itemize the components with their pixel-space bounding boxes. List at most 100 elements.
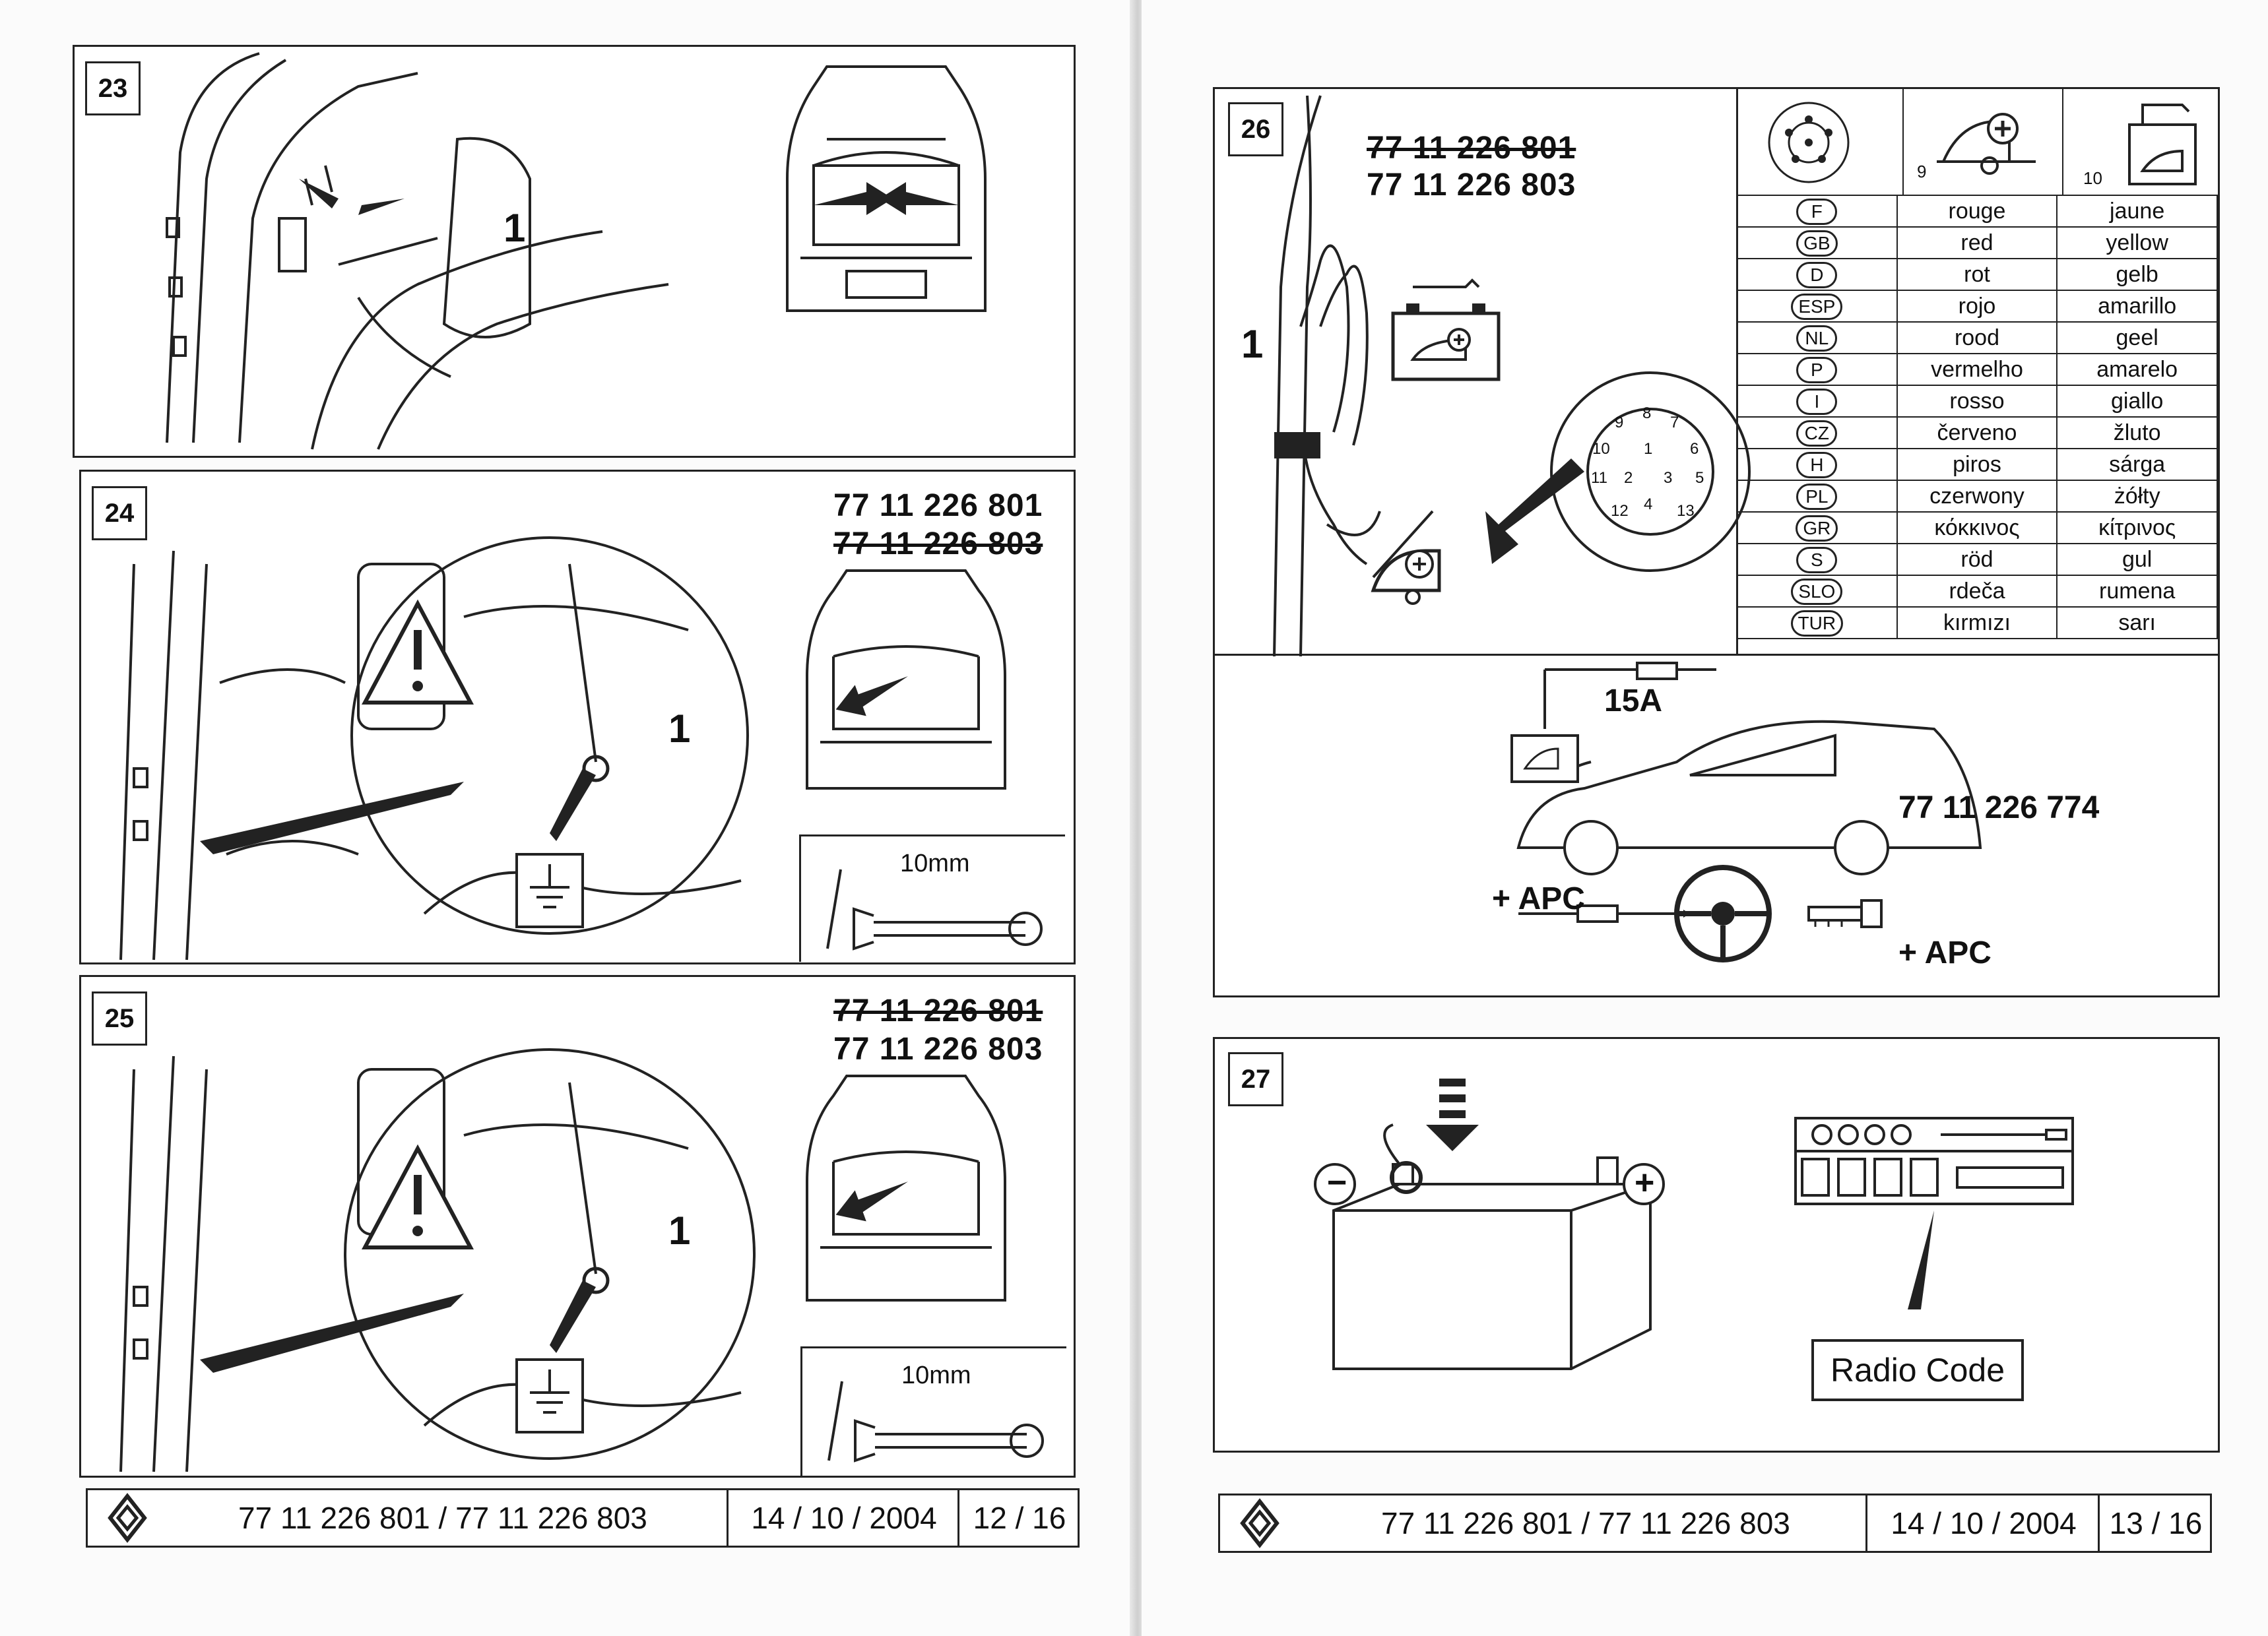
socket-pin: 11 (1591, 469, 1607, 487)
step-number: 24 (92, 486, 147, 540)
part-number-struck: 77 11 226 803 (833, 526, 1043, 561)
pin10-color: žluto (2056, 416, 2218, 449)
step-24-panel: 24 77 11 226 801 77 11 226 803 (79, 470, 1076, 964)
plus-terminal-icon (1623, 1163, 1665, 1205)
step-23-interior-drawing (166, 52, 669, 450)
pin9-color: rot (1896, 258, 2058, 291)
kit-part-number: 77 11 226 774 (1898, 790, 2100, 825)
radio-unit-drawing (1794, 1117, 2074, 1309)
trailer-icon (1937, 113, 2036, 175)
warning-icon (362, 1144, 474, 1249)
minus-sign: − (1327, 1164, 1347, 1202)
minus-terminal-icon (1314, 1163, 1356, 1205)
pin9-color: vermelho (1896, 353, 2058, 386)
pin9-color: rosso (1896, 385, 2058, 418)
ground-icon (515, 1358, 584, 1433)
steering-wheel-icon (1674, 865, 1772, 962)
language-code-cell: GB (1736, 226, 1898, 259)
pin9-color: rojo (1896, 290, 2058, 323)
language-code-cell: PL (1736, 480, 1898, 513)
step-23-panel: 23 1 (73, 45, 1076, 458)
callout-1: 1 (1241, 322, 1264, 366)
right-page: 26 77 11 226 801 77 11 226 803 (1142, 0, 2268, 1636)
language-code-cell: NL (1736, 321, 1898, 354)
part-number-active: 77 11 226 801 (833, 488, 1043, 523)
pin9-color: κόκκινος (1896, 511, 2058, 544)
language-code: TUR (1790, 610, 1844, 637)
step-number: 25 (92, 991, 147, 1046)
wrench-icon (827, 1381, 1044, 1463)
pin10-color: amarelo (2056, 353, 2218, 386)
socket-pin: 6 (1690, 440, 1699, 458)
pin10-color: amarillo (2056, 290, 2218, 323)
language-code: NL (1796, 325, 1838, 352)
socket-pin: 10 (1592, 440, 1610, 458)
pin10-color: gul (2056, 543, 2218, 576)
language-code: F (1796, 198, 1838, 225)
car-wiring-drawing (1510, 662, 1982, 962)
left-page: 23 1 (73, 45, 1080, 1548)
socket-pin: 3 (1664, 469, 1673, 487)
language-code-cell: D (1736, 258, 1898, 291)
step-number: 26 (1228, 102, 1283, 156)
step-26-panel: 26 77 11 226 801 77 11 226 803 (1213, 87, 2220, 997)
language-code-cell: SLO (1736, 575, 1898, 608)
pin-number: 9 (1917, 162, 1927, 181)
table-header-pin10: 10 (2062, 89, 2219, 195)
apc-label-left: + APC (1492, 881, 1585, 916)
wrench-size: 10mm (900, 850, 970, 877)
socket-pin: 12 (1611, 502, 1629, 520)
arrow-icon (1485, 458, 1584, 564)
pin9-color: red (1896, 226, 2058, 259)
language-code-cell: GR (1736, 511, 1898, 544)
page-footer: 77 11 226 801 / 77 11 226 803 14 / 10 / … (86, 1488, 1080, 1548)
language-code: ESP (1791, 293, 1843, 320)
step-25-car-rear-view (806, 1075, 1006, 1302)
wrench-icon (826, 869, 1043, 951)
doc-reference: 77 11 226 801 / 77 11 226 803 (238, 1501, 647, 1535)
part-number-active: 77 11 226 803 (833, 1032, 1043, 1067)
apc-label-right: + APC (1898, 935, 1992, 970)
renault-logo-icon (108, 1493, 147, 1543)
pin10-color: sárga (2056, 448, 2218, 481)
page-number: 12 / 16 (957, 1490, 1080, 1546)
pin10-color: yellow (2056, 226, 2218, 259)
radio-code-label-box: Radio Code (1811, 1339, 2024, 1401)
step-number: 27 (1228, 1052, 1283, 1106)
pin10-color: κίτρινος (2056, 511, 2218, 544)
language-code-cell: S (1736, 543, 1898, 576)
step-26-wiring-drawing (1273, 95, 1751, 657)
battery-trailer-icon (1391, 278, 1501, 381)
language-code: PL (1796, 483, 1838, 510)
pin9-color: czerwony (1896, 480, 2058, 513)
callout-1: 1 (668, 1209, 691, 1253)
socket-pin: 4 (1644, 495, 1653, 513)
pin9-color: rood (1896, 321, 2058, 354)
pin10-color: sarı (2056, 606, 2218, 639)
language-code-cell: I (1736, 385, 1898, 418)
step-number: 23 (85, 61, 141, 115)
doc-date: 14 / 10 / 2004 (727, 1490, 959, 1546)
doc-reference: 77 11 226 801 / 77 11 226 803 (1381, 1506, 1790, 1540)
doc-date: 14 / 10 / 2004 (1865, 1495, 2100, 1551)
socket-pin-labels: 8 9 7 10 6 1 11 2 3 5 4 12 13 (1584, 399, 1716, 544)
socket-pin: 2 (1624, 469, 1633, 487)
callout-1: 1 (503, 206, 526, 250)
ground-icon (515, 853, 584, 928)
pin9-color: kırmızı (1896, 606, 2058, 639)
language-code: CZ (1796, 420, 1838, 447)
battery-trailer-icon (1510, 734, 1579, 783)
pin9-color: piros (1896, 448, 2058, 481)
step-26-hdivider (1215, 654, 2218, 656)
battery-trailer-icon (2128, 104, 2197, 185)
callout-1: 1 (668, 707, 691, 751)
tool-panel: 10mm (799, 834, 1065, 962)
language-code: I (1796, 388, 1838, 415)
pin9-color: červeno (1896, 416, 2058, 449)
step-24-ground-drawing (119, 536, 749, 960)
page-number: 13 / 16 (2098, 1495, 2212, 1551)
